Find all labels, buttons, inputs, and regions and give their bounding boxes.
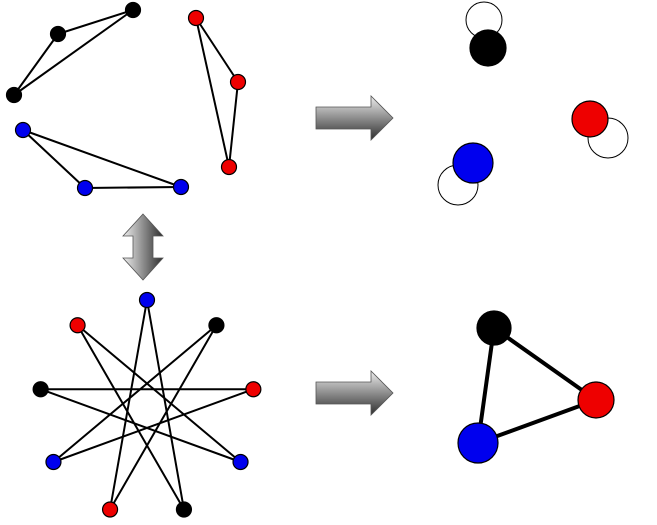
graph-node <box>5 86 23 104</box>
graph-node <box>76 179 94 197</box>
quotient-graph-disconnected <box>437 1 629 206</box>
graph-edge <box>146 299 185 511</box>
disjoint-triangles-graph <box>5 1 247 197</box>
graph-node <box>175 501 193 518</box>
star-nodes <box>32 291 262 518</box>
graph-edge <box>22 129 182 188</box>
graph-edge <box>52 388 255 463</box>
quotient-node-blue <box>457 422 499 464</box>
graph-edge <box>57 9 134 35</box>
graph-node <box>14 121 32 139</box>
graph-edge <box>39 388 242 463</box>
graph-node <box>101 501 119 518</box>
graph-node <box>49 25 67 43</box>
graph-node <box>45 453 62 471</box>
graph-edge <box>195 17 239 83</box>
graph-node <box>32 381 49 398</box>
graph-node <box>245 381 262 398</box>
quotient-node-blue <box>452 142 494 184</box>
graph-edge <box>13 33 59 96</box>
quotient-node-black <box>476 310 512 346</box>
quotient-node-red <box>577 381 615 419</box>
right-arrow-icon <box>315 95 394 141</box>
up-down-arrow-icon <box>122 213 164 281</box>
graph-edge <box>195 17 230 168</box>
quotient-edge <box>476 398 598 445</box>
graph-node <box>138 291 156 309</box>
quotient-node-black <box>469 29 507 67</box>
star-edges <box>39 299 255 511</box>
graph-edge <box>76 324 185 511</box>
graph-edge <box>109 324 218 511</box>
graph-edge <box>52 324 218 463</box>
graph-node <box>232 453 249 471</box>
graph-edge <box>22 129 86 189</box>
blue-triangle <box>14 121 190 197</box>
graph-node <box>187 9 205 27</box>
quotient-graph-triangle <box>457 310 615 464</box>
graph-node <box>220 158 238 176</box>
graph-node <box>69 317 86 334</box>
quotient-edge <box>492 326 598 402</box>
right-arrow-icon <box>315 370 394 416</box>
red-triangle <box>187 9 247 176</box>
black-triangle <box>5 1 142 104</box>
graph-edge <box>76 324 242 463</box>
quotient-node-red <box>571 100 609 138</box>
graph-node <box>124 1 142 19</box>
graph-node <box>172 178 190 196</box>
graph-edge <box>84 186 182 189</box>
graph-edge <box>13 9 134 96</box>
star-polygon-graph <box>32 291 262 518</box>
graph-node <box>229 73 247 91</box>
graph-node <box>208 317 225 334</box>
graph-edge <box>109 299 148 511</box>
graph-edge <box>228 81 239 168</box>
